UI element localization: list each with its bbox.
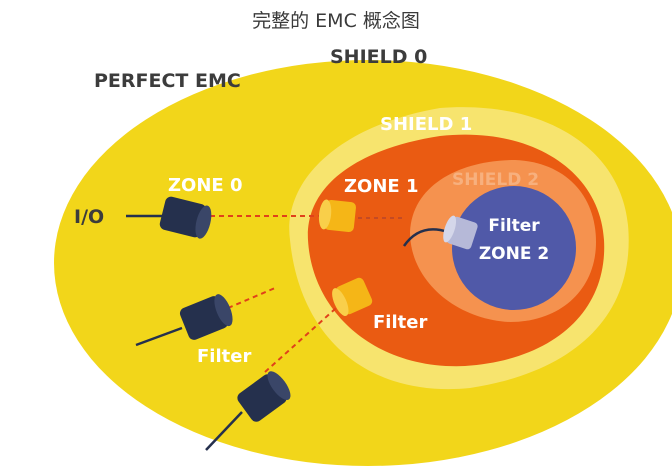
shield-0-label: SHIELD 0 <box>330 46 428 68</box>
zone1-connector-top <box>318 199 356 232</box>
zone-2-label: ZONE 2 <box>478 244 550 264</box>
shield-2-label: SHIELD 2 <box>452 170 540 190</box>
page-title: 完整的 EMC 概念图 <box>252 10 420 32</box>
zone-2-filter-label: Filter <box>488 216 540 236</box>
bottom-cable <box>205 411 243 451</box>
filter-connector-zone0-middle <box>179 294 233 340</box>
io-connector <box>159 196 212 239</box>
zone-1-filter-label: Filter <box>373 312 428 333</box>
zone-0-label: ZONE 0 <box>168 175 243 196</box>
filter-connector-zone0-bottom <box>237 371 291 422</box>
shield-1-label: SHIELD 1 <box>380 114 473 135</box>
zone-2-region <box>452 186 576 310</box>
zone2-wire <box>402 228 449 247</box>
filter-connector-zone2 <box>443 215 478 250</box>
zone-0-filter-label: Filter <box>197 346 252 367</box>
zone-1-label: ZONE 1 <box>344 176 419 197</box>
filter-connector-zone1 <box>332 277 373 317</box>
io-label: I/O <box>74 206 105 228</box>
perfect-emc-label: PERFECT EMC <box>94 70 241 92</box>
middle-cable <box>135 326 183 347</box>
